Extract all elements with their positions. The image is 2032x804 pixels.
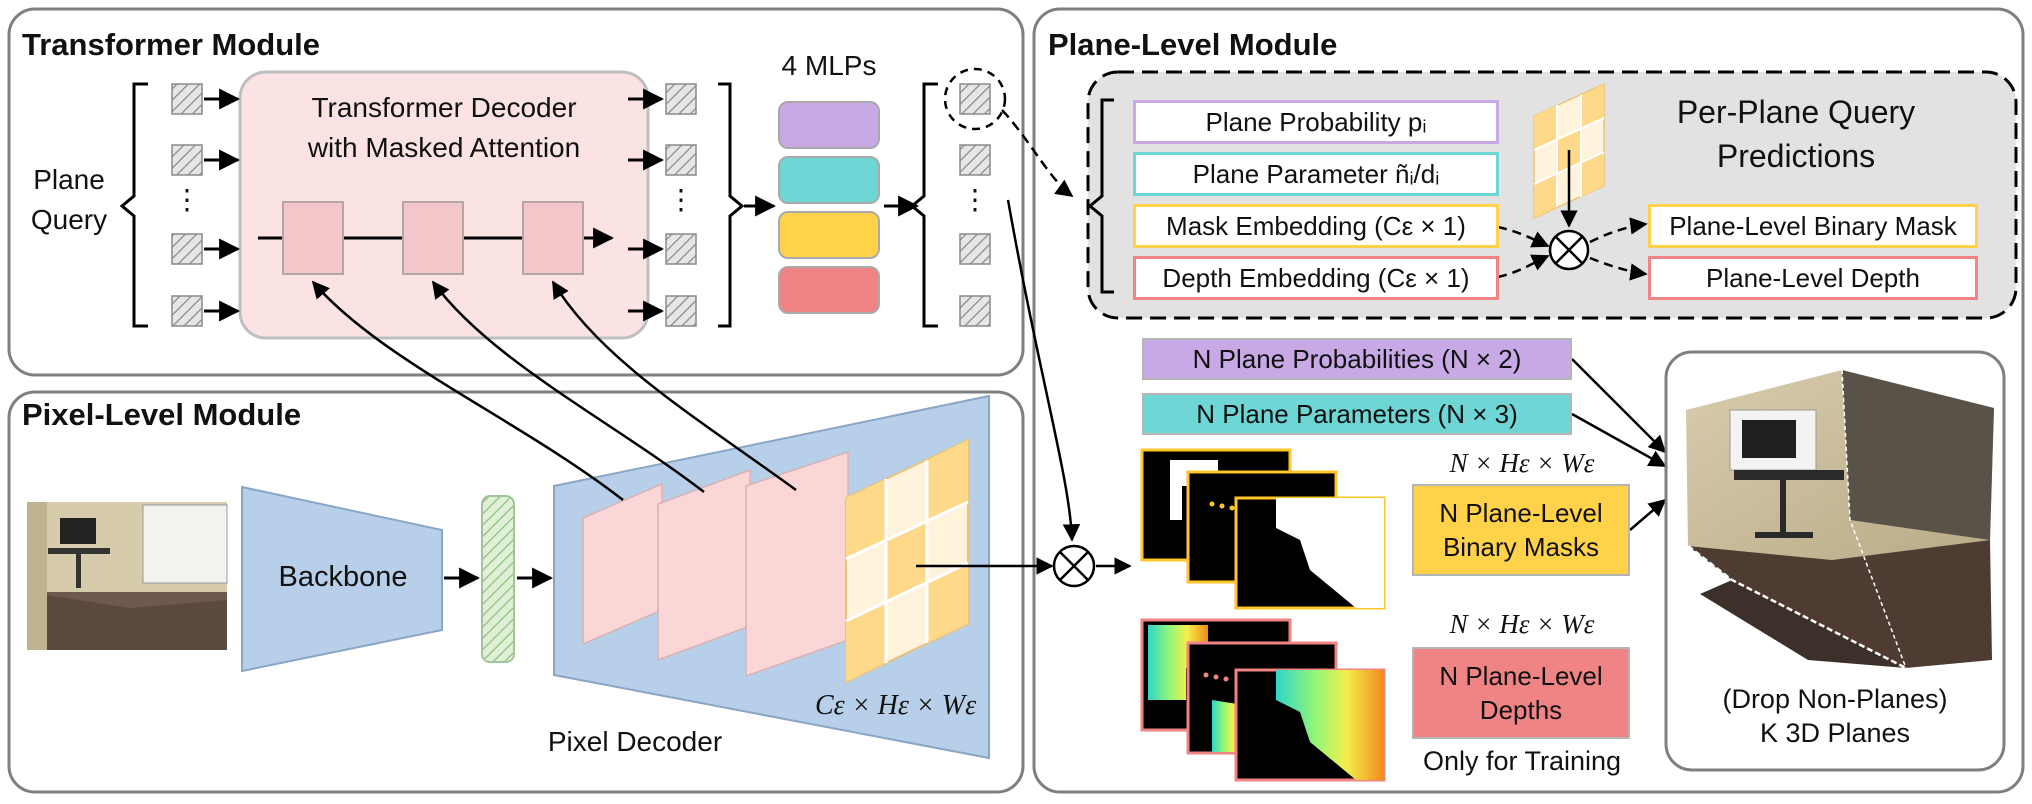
plane-probability-text: Plane Probability pᵢ: [1205, 106, 1427, 137]
decoder-output-arrows: [628, 88, 665, 322]
plane-module-title: Plane-Level Module: [1048, 27, 1338, 62]
input-query-tokens: [171, 83, 203, 327]
panel-brace: [1087, 98, 1114, 294]
n-probabilities-text: N Plane Probabilities (N × 2): [1192, 343, 1522, 374]
n-depths-box: N Plane-Level Depths: [1412, 647, 1630, 739]
pixel-embedding-grid: [845, 438, 969, 684]
depth-embedding-box: Depth Embedding (Cε × 1): [1133, 256, 1499, 300]
pixel-embedding-dims: Cε × Hε × Wε: [815, 690, 977, 721]
training-only-label: Only for Training: [1422, 746, 1622, 776]
n-depths-text: N Plane-Level Depths: [1439, 661, 1603, 725]
mask-embedding-box: Mask Embedding (Cε × 1): [1133, 204, 1499, 248]
depth-embedding-text: Depth Embedding (Cε × 1): [1162, 262, 1470, 293]
decoder-output-tokens: [665, 83, 697, 327]
pixel-module-title: Pixel-Level Module: [22, 397, 302, 432]
plane-parameter-box: Plane Parameter ñᵢ/dᵢ: [1133, 152, 1499, 196]
binary-mask-stack: [1140, 448, 1386, 610]
to-3d-planes-arrows: [1571, 358, 1667, 531]
feature-vector: [481, 495, 515, 663]
feature-plane-3: [745, 450, 849, 678]
depth-dims-label: N × Hε × Wε: [1449, 609, 1595, 639]
binary-mask-box: Plane-Level Binary Mask: [1648, 204, 1978, 248]
n-binary-masks-box: N Plane-Level Binary Masks: [1412, 484, 1630, 576]
k-planes-label: K 3D Planes: [1759, 718, 1911, 748]
plane-query-label: Plane Query: [30, 164, 108, 235]
plane-probability-box: Plane Probability pᵢ: [1133, 100, 1499, 144]
query-to-otimes-arrow: [1006, 199, 1081, 542]
per-query-tokens: [959, 83, 991, 327]
per-plane-title: Per-Plane Query Predictions: [1676, 94, 1916, 174]
per-query-brace: [909, 82, 938, 328]
decoder-block-2: [402, 201, 464, 275]
output-brace: [718, 82, 745, 328]
mask-dims-label: N × Hε × Wε: [1449, 448, 1595, 478]
mlp-cyan: [778, 156, 880, 204]
mlp-yellow: [778, 211, 880, 259]
mlp-stack: [778, 101, 880, 314]
depth-map-stack: [1140, 618, 1386, 782]
n-parameters-text: N Plane Parameters (N × 3): [1196, 398, 1518, 429]
pixel-decoder-label: Pixel Decoder: [547, 726, 723, 757]
query-ellipsis-left: ⋮: [173, 184, 201, 215]
mlps-label: 4 MLPs: [781, 50, 877, 81]
transformer-decoder-label: Transformer Decoder with Masked Attentio…: [307, 92, 581, 163]
input-room-photo: [27, 502, 228, 650]
transformer-module-title: Transformer Module: [22, 27, 320, 62]
mlp-purple: [778, 101, 880, 149]
plane-depth-box: Plane-Level Depth: [1648, 256, 1978, 300]
input-query-arrows: [204, 88, 241, 322]
query-ellipsis-right: ⋮: [667, 184, 695, 215]
panel-dashed-arrows: [1497, 217, 1648, 281]
feature-plane-2: [657, 468, 751, 662]
n-binary-masks-text: N Plane-Level Binary Masks: [1439, 498, 1603, 562]
mlp-red: [778, 266, 880, 314]
query-ellipsis-output: ⋮: [961, 184, 989, 215]
panel-otimes-symbol: [1548, 229, 1590, 271]
selected-query-circle: [943, 67, 1007, 131]
backbone-shape: [241, 485, 443, 673]
plane-depth-text: Plane-Level Depth: [1706, 262, 1920, 293]
drop-non-planes-label: (Drop Non-Planes): [1722, 684, 1948, 714]
decoder-block-3: [522, 201, 584, 275]
n-parameters-box: N Plane Parameters (N × 3): [1142, 393, 1572, 435]
plane-parameter-text: Plane Parameter ñᵢ/dᵢ: [1192, 158, 1440, 189]
decoder-block-1: [282, 201, 344, 275]
mask-embedding-text: Mask Embedding (Cε × 1): [1166, 210, 1466, 241]
pixel-to-decoder-arrows: [311, 280, 797, 501]
main-otimes-symbol: [1052, 544, 1096, 588]
n-probabilities-box: N Plane Probabilities (N × 2): [1142, 338, 1572, 380]
binary-mask-text: Plane-Level Binary Mask: [1669, 210, 1957, 241]
query-to-panel-arrow: [1001, 109, 1074, 198]
reconstructed-3d-planes: [1686, 369, 1994, 670]
query-brace: [119, 82, 148, 328]
backbone-label: Backbone: [278, 561, 408, 593]
